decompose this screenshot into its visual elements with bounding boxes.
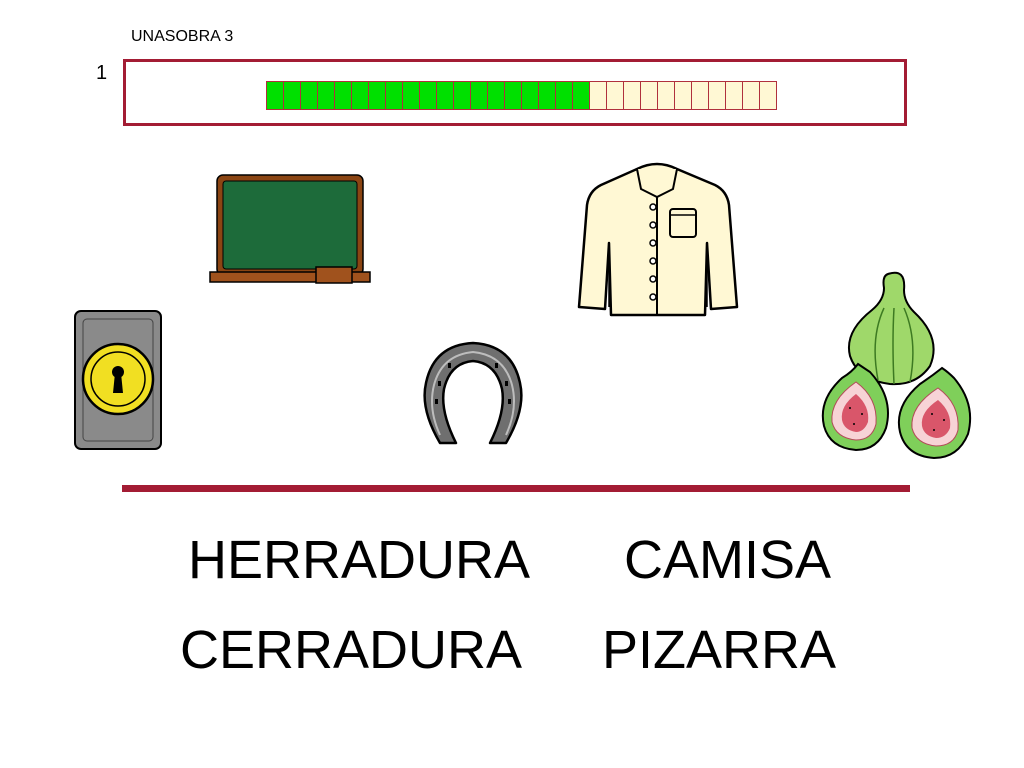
shirt-icon[interactable] (575, 157, 740, 320)
progress-segment-filled (488, 81, 505, 110)
progress-segment-filled (573, 81, 590, 110)
progress-segment-filled (437, 81, 454, 110)
progress-frame (123, 59, 907, 126)
progress-segment-filled (471, 81, 488, 110)
header-title: UNASOBRA 3 (131, 28, 234, 45)
progress-segment-empty (760, 81, 777, 110)
progress-segment-empty (692, 81, 709, 110)
progress-segment-filled (267, 81, 284, 110)
progress-segment-filled (284, 81, 301, 110)
progress-segment-empty (709, 81, 726, 110)
progress-segment-empty (675, 81, 692, 110)
progress-segment-filled (335, 81, 352, 110)
progress-segment-filled (539, 81, 556, 110)
answer-word-pizarra[interactable]: PIZARRA (602, 620, 837, 680)
progress-segment-empty (590, 81, 607, 110)
progress-segment-filled (420, 81, 437, 110)
divider-line (122, 485, 910, 492)
progress-segment-filled (369, 81, 386, 110)
progress-segment-filled (403, 81, 420, 110)
progress-segment-filled (301, 81, 318, 110)
progress-segment-filled (318, 81, 335, 110)
progress-segment-filled (454, 81, 471, 110)
progress-segment-empty (726, 81, 743, 110)
progress-bar (266, 81, 777, 110)
slide-number: 1 (96, 62, 108, 84)
chalkboard-icon[interactable] (208, 172, 372, 287)
progress-segment-empty (743, 81, 760, 110)
progress-segment-empty (624, 81, 641, 110)
progress-segment-filled (522, 81, 539, 110)
progress-segment-filled (386, 81, 403, 110)
horseshoe-icon[interactable] (418, 339, 528, 446)
progress-segment-filled (556, 81, 573, 110)
figs-icon[interactable] (818, 268, 974, 464)
progress-segment-empty (658, 81, 675, 110)
answer-word-herradura[interactable]: HERRADURA (188, 530, 531, 590)
progress-segment-empty (607, 81, 624, 110)
progress-segment-filled (352, 81, 369, 110)
answer-word-cerradura[interactable]: CERRADURA (180, 620, 523, 680)
answer-word-camisa[interactable]: CAMISA (624, 530, 832, 590)
door-lock-icon[interactable] (73, 309, 163, 451)
progress-segment-filled (505, 81, 522, 110)
progress-segment-empty (641, 81, 658, 110)
